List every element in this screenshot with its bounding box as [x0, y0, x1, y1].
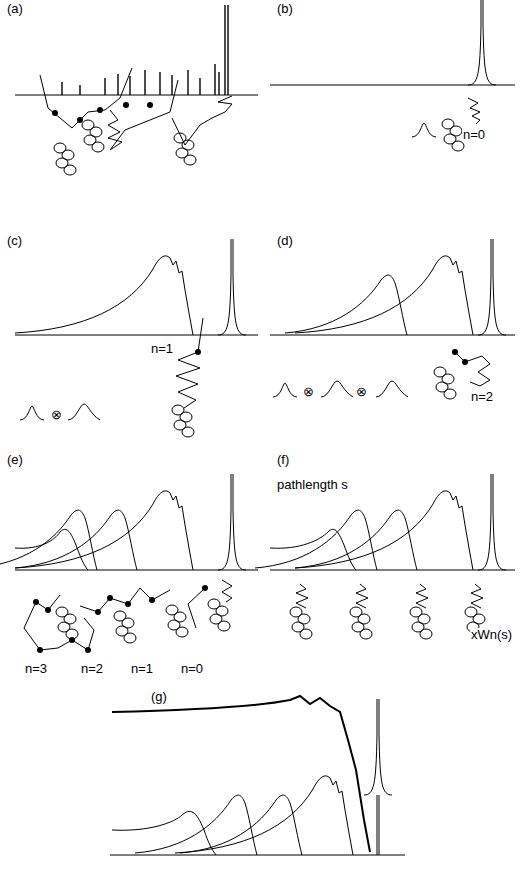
panel-label: ⊗	[302, 385, 315, 399]
panel-label: (e)	[6, 453, 24, 467]
panel-label: (d)	[276, 234, 294, 248]
panel-label: (b)	[276, 2, 294, 16]
panel-label: ⊗	[50, 408, 63, 422]
panel-label: (f)	[276, 453, 290, 467]
panel-label: n=2	[80, 662, 104, 676]
panel-label: n=3	[24, 662, 48, 676]
panel-label: n=1	[150, 342, 174, 356]
panel-label: (g)	[150, 690, 168, 704]
panel-label: n=2	[470, 390, 494, 404]
panel-label: xWn(s)	[470, 628, 513, 642]
panel-label: n=1	[130, 662, 154, 676]
panel-label: (c)	[6, 234, 23, 248]
panel-label: (a)	[6, 2, 24, 16]
panel-label: pathlength s	[276, 478, 349, 492]
panel-label: n=0	[462, 128, 486, 142]
panel-label: ⊗	[355, 385, 368, 399]
panel-label: n=0	[180, 662, 204, 676]
